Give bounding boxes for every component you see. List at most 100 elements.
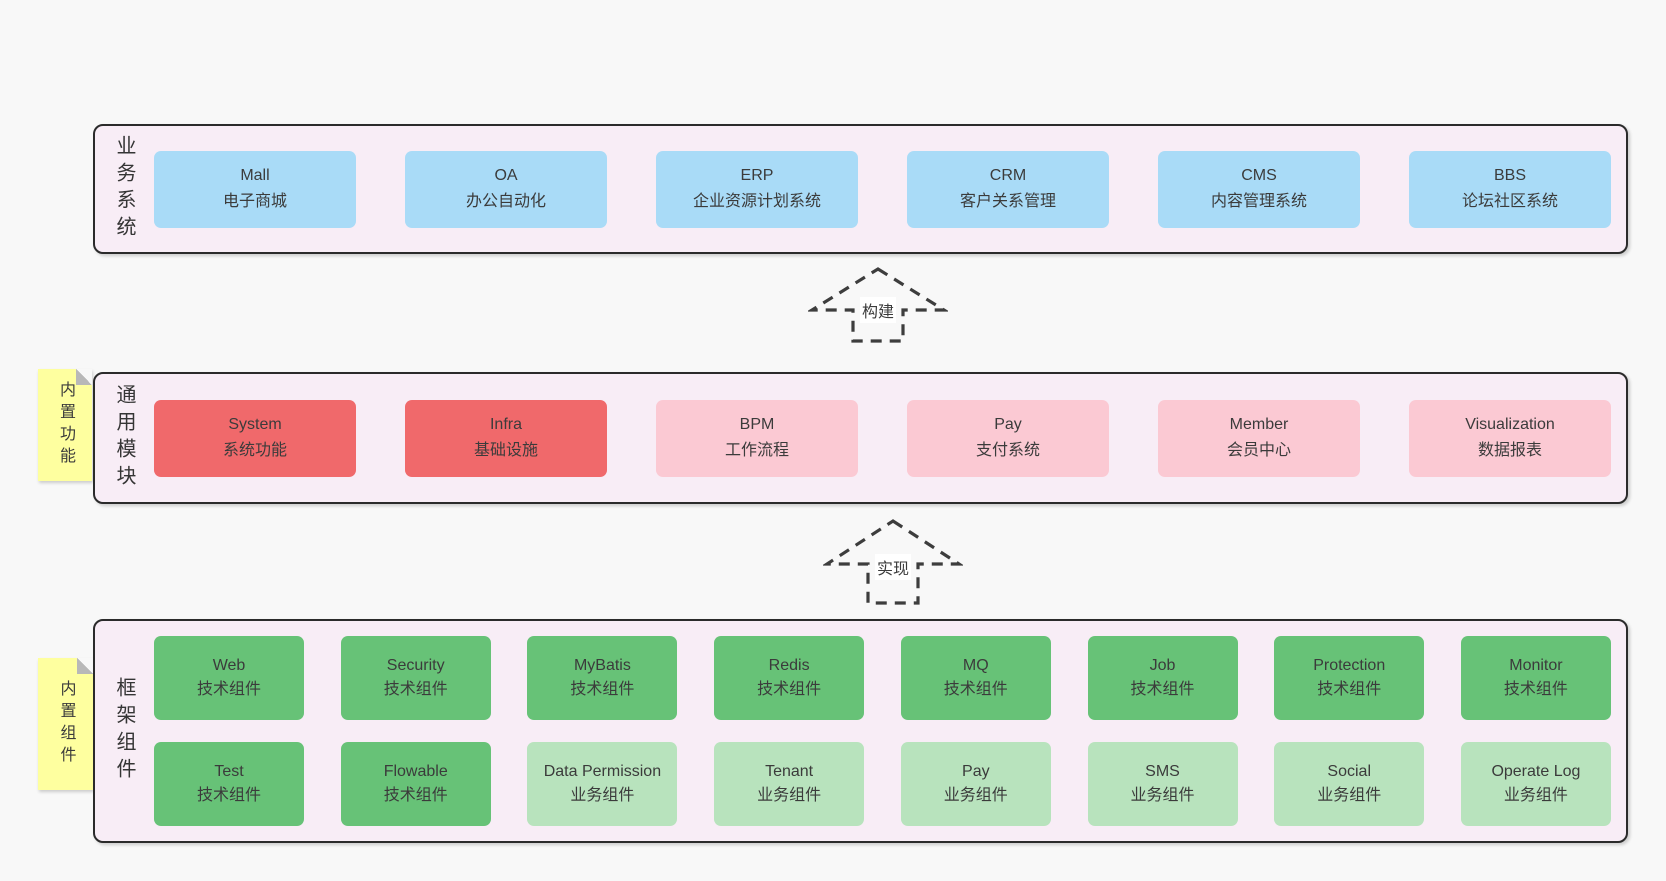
- sticky-builtin-components: 内置组件: [38, 658, 93, 790]
- node-title: Data Permission: [543, 763, 662, 780]
- node-title: Redis: [768, 657, 810, 674]
- node-subtitle: 企业资源计划系统: [692, 193, 821, 210]
- node-title: Visualization: [1465, 416, 1555, 433]
- node-test: Test 技术组件: [154, 742, 304, 826]
- node-subtitle: 业务组件: [1503, 787, 1568, 804]
- folded-corner-icon: [76, 369, 92, 385]
- node-subtitle: 技术组件: [196, 681, 261, 698]
- layer-business-systems: 业务系统 Mall 电子商城 OA 办公自动化 ERP 企业资源计划系统 CRM…: [93, 124, 1628, 254]
- up-arrow-icon: [808, 267, 948, 343]
- node-tenant: Tenant 业务组件: [714, 742, 865, 826]
- node-title: ERP: [740, 167, 774, 184]
- node-protection: Protection 技术组件: [1274, 636, 1425, 720]
- node-title: Operate Log: [1491, 763, 1581, 780]
- node-subtitle: 电子商城: [222, 193, 287, 210]
- node-cms: CMS 内容管理系统: [1158, 150, 1360, 228]
- node-title: MyBatis: [573, 657, 631, 674]
- node-title: Web: [212, 657, 246, 674]
- node-erp: ERP 企业资源计划系统: [656, 150, 858, 228]
- node-pay-business: Pay 业务组件: [900, 742, 1051, 826]
- node-title: Protection: [1313, 657, 1386, 674]
- node-web: Web 技术组件: [154, 636, 304, 720]
- arrow-build: 构建: [808, 266, 948, 344]
- node-sms: SMS 业务组件: [1087, 742, 1238, 826]
- node-title: Tenant: [765, 763, 814, 780]
- node-subtitle: 技术组件: [1130, 681, 1195, 698]
- business-box-row: Mall 电子商城 OA 办公自动化 ERP 企业资源计划系统 CRM 客户关系…: [154, 126, 1626, 252]
- node-operate-log: Operate Log 业务组件: [1460, 742, 1611, 826]
- node-subtitle: 业务组件: [943, 787, 1008, 804]
- node-title: Monitor: [1509, 657, 1563, 674]
- node-monitor: Monitor 技术组件: [1460, 636, 1611, 720]
- sticky-builtin-features: 内置功能: [38, 369, 92, 481]
- arrow-build-label: 构建: [859, 296, 897, 323]
- node-subtitle: 基础设施: [473, 442, 538, 459]
- node-pay: Pay 支付系统: [907, 399, 1109, 477]
- node-title: Pay: [994, 416, 1022, 433]
- node-title: CRM: [989, 167, 1027, 184]
- node-title: MQ: [962, 657, 989, 674]
- node-title: Infra: [489, 416, 522, 433]
- node-redis: Redis 技术组件: [714, 636, 865, 720]
- node-subtitle: 技术组件: [570, 681, 635, 698]
- node-title: Test: [214, 763, 244, 780]
- layer-modules-title: 通用模块: [113, 384, 135, 492]
- node-member: Member 会员中心: [1158, 399, 1360, 477]
- node-job: Job 技术组件: [1087, 636, 1238, 720]
- node-oa: OA 办公自动化: [405, 150, 607, 228]
- node-title: System: [228, 416, 282, 433]
- node-subtitle: 会员中心: [1226, 442, 1291, 459]
- node-subtitle: 工作流程: [724, 442, 789, 459]
- node-social: Social 业务组件: [1274, 742, 1425, 826]
- node-mq: MQ 技术组件: [900, 636, 1051, 720]
- node-title: Mall: [240, 167, 270, 184]
- node-subtitle: 技术组件: [757, 681, 822, 698]
- node-visualization: Visualization 数据报表: [1409, 399, 1611, 477]
- node-subtitle: 办公自动化: [465, 193, 546, 210]
- folded-corner-icon: [77, 658, 93, 674]
- node-subtitle: 技术组件: [1317, 681, 1382, 698]
- node-subtitle: 业务组件: [757, 787, 822, 804]
- node-subtitle: 技术组件: [943, 681, 1008, 698]
- arrow-implement-label: 实现: [874, 554, 912, 581]
- node-subtitle: 技术组件: [196, 787, 261, 804]
- node-title: OA: [494, 167, 518, 184]
- arrow-implement: 实现: [823, 518, 963, 606]
- sticky-text: 内置组件: [57, 680, 75, 768]
- node-bbs: BBS 论坛社区系统: [1409, 150, 1611, 228]
- layer-business-title: 业务系统: [113, 135, 135, 243]
- node-subtitle: 系统功能: [222, 442, 287, 459]
- node-title: BBS: [1493, 167, 1526, 184]
- node-title: Flowable: [383, 763, 448, 780]
- layer-framework-title: 框架组件: [113, 677, 135, 785]
- node-subtitle: 业务组件: [1130, 787, 1195, 804]
- framework-row-1: Web 技术组件 Security 技术组件 MyBatis 技术组件 Redi…: [154, 636, 1611, 720]
- node-infra: Infra 基础设施: [405, 399, 607, 477]
- node-subtitle: 业务组件: [570, 787, 635, 804]
- node-subtitle: 技术组件: [383, 681, 448, 698]
- node-title: BPM: [739, 416, 775, 433]
- node-subtitle: 支付系统: [975, 442, 1040, 459]
- node-title: SMS: [1145, 763, 1180, 780]
- node-system: System 系统功能: [154, 399, 356, 477]
- node-bpm: BPM 工作流程: [656, 399, 858, 477]
- node-flowable: Flowable 技术组件: [340, 742, 491, 826]
- node-subtitle: 论坛社区系统: [1461, 193, 1558, 210]
- node-title: CMS: [1241, 167, 1277, 184]
- node-title: Member: [1229, 416, 1289, 433]
- node-title: Security: [386, 657, 445, 674]
- node-mybatis: MyBatis 技术组件: [527, 636, 678, 720]
- framework-box-rows: Web 技术组件 Security 技术组件 MyBatis 技术组件 Redi…: [154, 621, 1626, 841]
- node-mall: Mall 电子商城: [154, 150, 356, 228]
- node-subtitle: 业务组件: [1317, 787, 1382, 804]
- node-data-permission: Data Permission 业务组件: [527, 742, 678, 826]
- node-title: Pay: [962, 763, 990, 780]
- node-subtitle: 内容管理系统: [1210, 193, 1307, 210]
- layer-common-modules: 通用模块 System 系统功能 Infra 基础设施 BPM 工作流程 Pay…: [93, 372, 1628, 504]
- modules-box-row: System 系统功能 Infra 基础设施 BPM 工作流程 Pay 支付系统…: [154, 374, 1626, 502]
- node-subtitle: 客户关系管理: [959, 193, 1056, 210]
- node-crm: CRM 客户关系管理: [907, 150, 1109, 228]
- node-subtitle: 技术组件: [1503, 681, 1568, 698]
- node-subtitle: 数据报表: [1477, 442, 1542, 459]
- layer-framework-components: 框架组件 Web 技术组件 Security 技术组件 MyBatis 技术组件…: [93, 619, 1628, 843]
